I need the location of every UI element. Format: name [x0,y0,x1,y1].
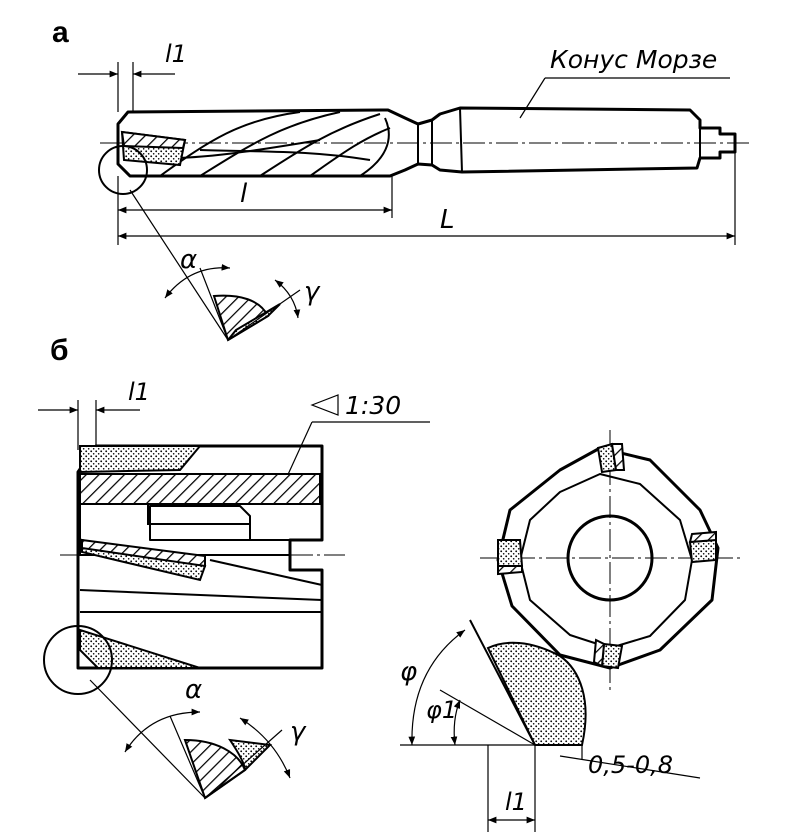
morse-taper-callout: Конус Морзе [519,45,730,119]
drill-body [100,106,750,178]
reamer-section [60,444,345,670]
label-morse-taper: Конус Морзе [550,45,717,74]
detail-circle-b [43,625,113,695]
angle-detail-a: α γ [129,189,321,342]
label-l1-bottom: l1 [505,788,527,816]
dimension-L: L [118,152,736,245]
label-l1-b: l1 [128,378,150,406]
label-phi1: φ1 [426,696,457,724]
label-gamma-a: γ [304,277,321,307]
label-alpha-b: α [185,675,202,705]
insert-detail: φ φ1 0,5-0,8 l1 [400,619,701,832]
dimension-l1-b: l1 [38,378,150,450]
label-l: l [240,179,248,209]
label-alpha-a: α [180,245,197,275]
panel-b: б l1 1:30 [38,334,740,832]
label-taper: 1:30 [345,391,401,420]
label-phi: φ [400,657,417,687]
angle-detail-b: α γ [89,675,307,800]
label-L: L [440,205,455,235]
dimension-l1-a: l1 [78,40,187,112]
end-view [480,430,740,690]
detail-circle-a [98,145,148,195]
label-l1-a: l1 [165,40,187,68]
taper-callout: 1:30 [279,391,430,493]
label-gamma-b: γ [290,717,307,747]
label-chamfer: 0,5-0,8 [588,751,673,779]
panel-a: а l1 Конус Морзе [52,16,750,342]
panel-a-label: а [52,16,69,49]
panel-b-label: б [50,334,69,367]
